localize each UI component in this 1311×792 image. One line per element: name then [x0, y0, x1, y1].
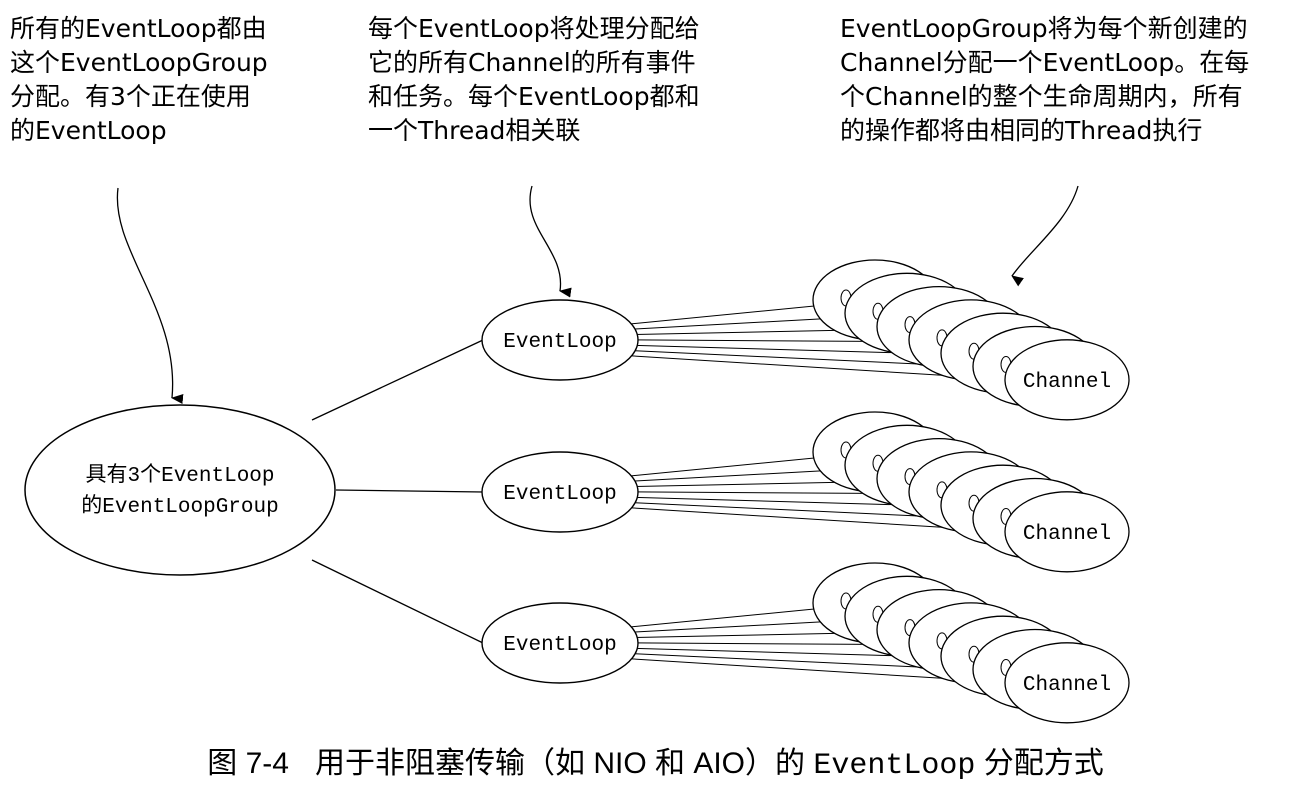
- group-to-event-loop-connector: [311, 559, 484, 644]
- figure-caption: 图 7-4 用于非阻塞传输（如 NIO 和 AIO）的 EventLoop 分配方…: [0, 744, 1311, 786]
- caption-text-after: 分配方式: [975, 747, 1104, 780]
- annotation-arrow-3: [1011, 185, 1079, 287]
- event-loop-label: EventLoop: [503, 483, 616, 506]
- annotation-event-loops-assigned: 所有的EventLoop都由 这个EventLoopGroup 分配。有3个正在…: [10, 14, 268, 145]
- annotation-event-loop-handles-channels: 每个EventLoop将处理分配给 它的所有Channel的所有事件 和任务。每…: [368, 14, 700, 145]
- channel-node: Channel: [1004, 491, 1130, 573]
- annotation-arrow-1: [116, 187, 184, 404]
- channel-node: Channel: [1004, 339, 1130, 421]
- group-label-line-1: 具有3个EventLoop: [85, 463, 274, 488]
- figure-number: 图 7-4: [207, 747, 289, 780]
- event-loop-node: [481, 451, 639, 533]
- annotation-channel-assignment: EventLoopGroup将为每个新创建的 Channel分配一个EventL…: [840, 14, 1250, 145]
- event-loop-label: EventLoop: [503, 634, 616, 657]
- channel-node: Channel: [1004, 642, 1130, 724]
- event-loop-2: Channel EventLoop: [335, 411, 1130, 573]
- group-to-event-loop-connector: [335, 489, 484, 493]
- channel-label: Channel: [1023, 674, 1111, 697]
- event-loop-diagram: 具有3个EventLoop 的EventLoopGroup ChannelEve…: [24, 185, 1130, 724]
- group-label-line-2: 的EventLoopGroup: [81, 494, 278, 519]
- channel-label: Channel: [1023, 371, 1111, 394]
- event-loop-1: Channel EventLoop: [311, 259, 1130, 421]
- event-loop-label: EventLoop: [503, 331, 616, 354]
- event-loop-group-node: [24, 404, 336, 576]
- event-loop-3: Channel EventLoop: [311, 559, 1130, 724]
- channel-label: Channel: [1023, 523, 1111, 546]
- caption-text-before: 用于非阻塞传输（如 NIO 和 AIO）的: [314, 747, 814, 780]
- caption-code: EventLoop: [813, 749, 976, 783]
- annotation-arrow-2: [529, 185, 572, 298]
- event-loop-node: [481, 299, 639, 381]
- event-loop-node: [481, 602, 639, 684]
- group-to-event-loop-connector: [311, 339, 484, 421]
